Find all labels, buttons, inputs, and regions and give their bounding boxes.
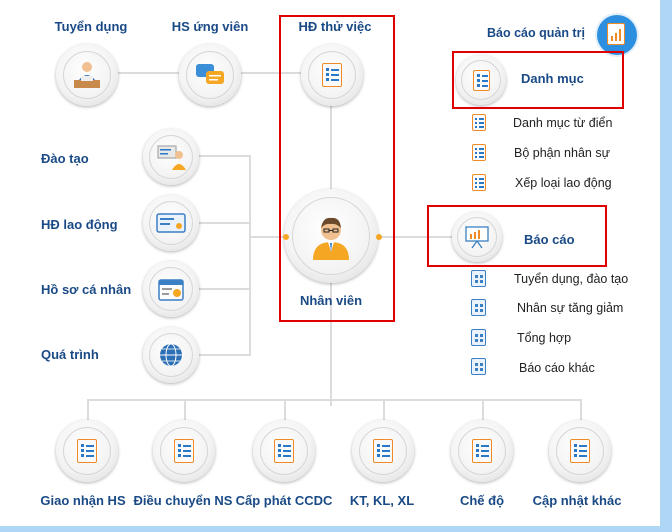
node-danh-muc[interactable] xyxy=(456,55,506,105)
connector-bottom-2 xyxy=(184,399,186,429)
document-list-icon xyxy=(472,69,490,91)
document-list-icon xyxy=(472,439,492,463)
connector-qua-trinh xyxy=(175,354,251,356)
report-icon xyxy=(471,358,486,375)
bao-cao-item-tang-giam[interactable]: Nhân sự tăng giảm xyxy=(517,301,624,315)
danh-muc-item-tu-dien[interactable]: Danh mục từ điển xyxy=(513,116,613,130)
label-hs-ung-vien: HS ứng viên xyxy=(171,19,249,34)
label-ho-so-ca-nhan: Hồ sơ cá nhân xyxy=(41,282,132,297)
report-icon xyxy=(471,299,486,316)
report-icon xyxy=(471,329,486,346)
document-list-icon xyxy=(77,439,97,463)
node-cap-nhat-khac[interactable] xyxy=(549,420,611,482)
document-icon xyxy=(472,144,486,161)
presentation-chart-icon xyxy=(465,226,489,249)
window-frame-right xyxy=(660,0,672,532)
highlight-box-employee xyxy=(279,15,395,322)
chat-bubbles-icon xyxy=(196,64,224,84)
connector-hd-lao-dong xyxy=(175,222,251,224)
connector-left-bus xyxy=(249,155,251,355)
label-qua-trinh: Quá trình xyxy=(41,347,99,362)
bao-cao-item-tong-hop[interactable]: Tổng hợp xyxy=(517,331,572,345)
profile-calendar-icon xyxy=(158,279,184,301)
node-hd-thu-viec[interactable] xyxy=(301,44,363,106)
document-icon xyxy=(472,174,486,191)
document-list-icon xyxy=(322,63,342,87)
label-giao-nhan-hs: Giao nhận HS xyxy=(40,493,126,508)
label-tuyen-dung: Tuyển dụng xyxy=(54,19,128,34)
label-che-do: Chế độ xyxy=(459,493,505,508)
connector-ho-so xyxy=(175,288,251,290)
label-dao-tao: Đào tạo xyxy=(41,151,89,166)
node-che-do[interactable] xyxy=(451,420,513,482)
connector-dao-tao xyxy=(175,155,251,157)
connector-bottom-4 xyxy=(383,399,385,429)
recruiter-icon xyxy=(74,62,100,88)
document-icon xyxy=(472,114,486,131)
node-giao-nhan-hs[interactable] xyxy=(56,420,118,482)
connector-left-center xyxy=(249,236,289,238)
bao-cao-item-khac[interactable]: Báo cáo khác xyxy=(519,361,595,375)
highlight-box-danh-muc xyxy=(452,51,624,109)
node-hs-ung-vien[interactable] xyxy=(179,44,241,106)
document-list-icon xyxy=(373,439,393,463)
report-panel-title: Báo cáo quản trị xyxy=(487,26,585,40)
label-bao-cao: Báo cáo xyxy=(524,232,575,247)
connector-right-center xyxy=(377,236,473,238)
employee-icon xyxy=(313,217,349,260)
node-ho-so-ca-nhan[interactable] xyxy=(143,261,199,317)
label-nhan-vien: Nhân viên xyxy=(299,293,363,308)
document-list-icon xyxy=(274,439,294,463)
label-dieu-chuyen-ns: Điều chuyển NS xyxy=(133,493,233,508)
label-hd-lao-dong: HĐ lao động xyxy=(41,217,118,232)
window-frame-bottom xyxy=(0,526,672,532)
contract-card-icon xyxy=(156,213,186,233)
document-list-icon xyxy=(174,439,194,463)
trainer-icon xyxy=(157,145,186,170)
bao-cao-item-tuyen-dung[interactable]: Tuyển dụng, đào tạo xyxy=(514,272,629,286)
label-danh-muc: Danh mục xyxy=(521,71,584,86)
connector-dot-left xyxy=(283,234,289,240)
connector-bottom-5 xyxy=(482,399,484,429)
label-cap-phat-ccdc: Cấp phát CCDC xyxy=(235,493,333,508)
connector-dot-right xyxy=(376,234,382,240)
danh-muc-item-bo-phan[interactable]: Bộ phận nhân sự xyxy=(514,146,610,160)
node-bao-cao[interactable] xyxy=(452,212,502,262)
danh-muc-item-xep-loai[interactable]: Xếp loại lao động xyxy=(515,176,612,190)
connector-bottom-3 xyxy=(284,399,286,429)
globe-icon xyxy=(160,343,182,367)
label-cap-nhat-khac: Cập nhật khác xyxy=(532,493,622,508)
report-icon xyxy=(471,270,486,287)
connector-bottom-1 xyxy=(87,399,89,429)
node-kt-kl-xl[interactable] xyxy=(352,420,414,482)
node-dieu-chuyen-ns[interactable] xyxy=(153,420,215,482)
highlight-box-bao-cao xyxy=(427,205,607,267)
connector-bottom-bus xyxy=(87,399,581,401)
node-qua-trinh[interactable] xyxy=(143,327,199,383)
label-kt-kl-xl: KT, KL, XL xyxy=(349,493,415,508)
connector-bottom-6 xyxy=(580,399,582,429)
node-dao-tao[interactable] xyxy=(143,129,199,185)
node-nhan-vien[interactable] xyxy=(284,189,378,283)
node-tuyen-dung[interactable] xyxy=(56,44,118,106)
label-hd-thu-viec: HĐ thử việc xyxy=(298,19,372,34)
node-cap-phat-ccdc[interactable] xyxy=(253,420,315,482)
node-hd-lao-dong[interactable] xyxy=(143,195,199,251)
document-list-icon xyxy=(570,439,590,463)
report-chart-icon[interactable] xyxy=(597,15,637,55)
